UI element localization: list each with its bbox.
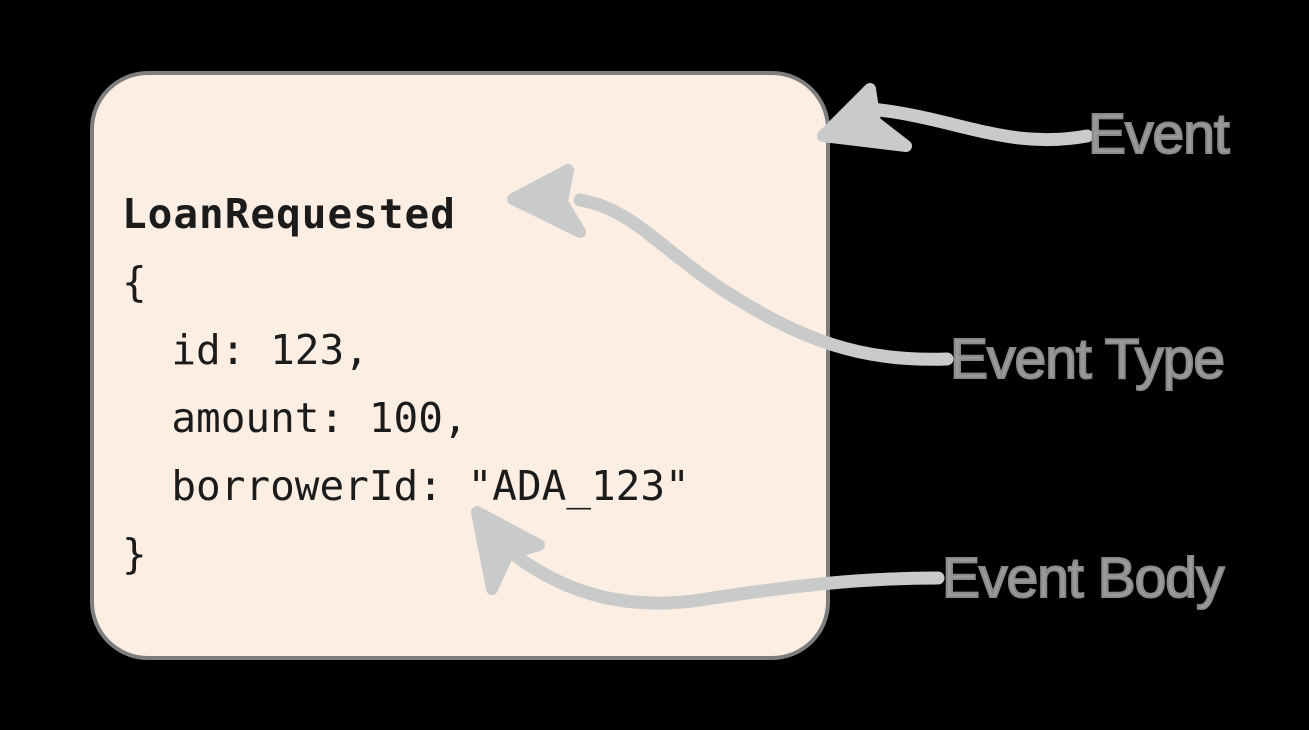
code-line-borrowerid: borrowerId: "ADA_123" <box>122 462 690 510</box>
annotation-label-event-type: Event Type <box>949 326 1226 392</box>
arrow-event <box>817 83 1094 152</box>
event-code-block: LoanRequested { id: 123, amount: 100, bo… <box>122 180 690 588</box>
code-line-id: id: 123, <box>122 326 369 374</box>
event-card: LoanRequested { id: 123, amount: 100, bo… <box>90 71 830 660</box>
code-line-amount: amount: 100, <box>122 394 468 442</box>
annotation-label-event: Event <box>1087 101 1231 167</box>
code-line-open-brace: { <box>122 258 147 306</box>
annotation-label-event-body: Event Body <box>941 545 1226 611</box>
code-line-close-brace: } <box>122 530 147 578</box>
code-title-loanrequested: LoanRequested <box>122 190 456 238</box>
